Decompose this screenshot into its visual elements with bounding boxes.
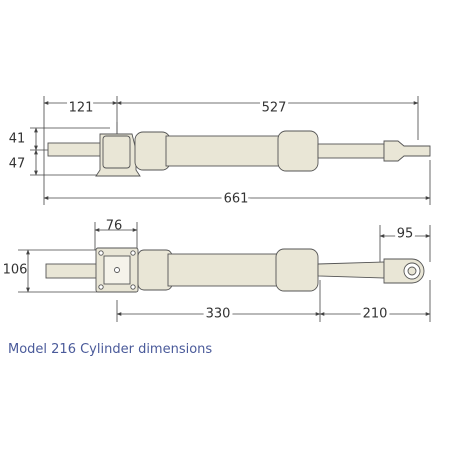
bottom-cylinder <box>45 247 425 293</box>
barrel-bottom <box>167 253 281 287</box>
bolt-hole-4 <box>130 284 136 290</box>
label-210: 210 <box>363 307 388 322</box>
bolt-hole-1 <box>98 250 104 256</box>
rod-end <box>383 140 431 162</box>
center-bore <box>114 267 120 273</box>
label-76: 76 <box>106 219 123 234</box>
front-end-cap-bottom <box>275 248 319 292</box>
bottom-view <box>18 222 431 322</box>
label-41: 41 <box>9 132 26 147</box>
label-95: 95 <box>397 227 414 242</box>
rear-mount-block <box>102 135 131 169</box>
figure-caption: Model 216 Cylinder dimensions <box>8 342 213 357</box>
rod-eye-inner <box>407 266 417 276</box>
piston-rod-bottom <box>317 261 385 279</box>
bolt-hole-3 <box>98 284 104 290</box>
top-view <box>30 96 431 205</box>
label-47: 47 <box>9 157 26 172</box>
label-527: 527 <box>262 101 287 116</box>
barrel <box>165 135 283 167</box>
top-cylinder <box>47 122 431 177</box>
label-661: 661 <box>224 192 249 207</box>
bolt-hole-2 <box>130 250 136 256</box>
rear-end-cap-bottom <box>137 249 173 291</box>
label-121: 121 <box>69 101 94 116</box>
rear-end-cap <box>134 131 171 171</box>
rear-rod <box>47 142 104 157</box>
rear-rod-bottom <box>45 263 102 279</box>
front-end-cap <box>277 130 319 172</box>
mounting-plate-face <box>103 255 131 285</box>
piston-rod <box>317 143 385 159</box>
label-330: 330 <box>206 307 231 322</box>
label-106: 106 <box>3 263 28 278</box>
